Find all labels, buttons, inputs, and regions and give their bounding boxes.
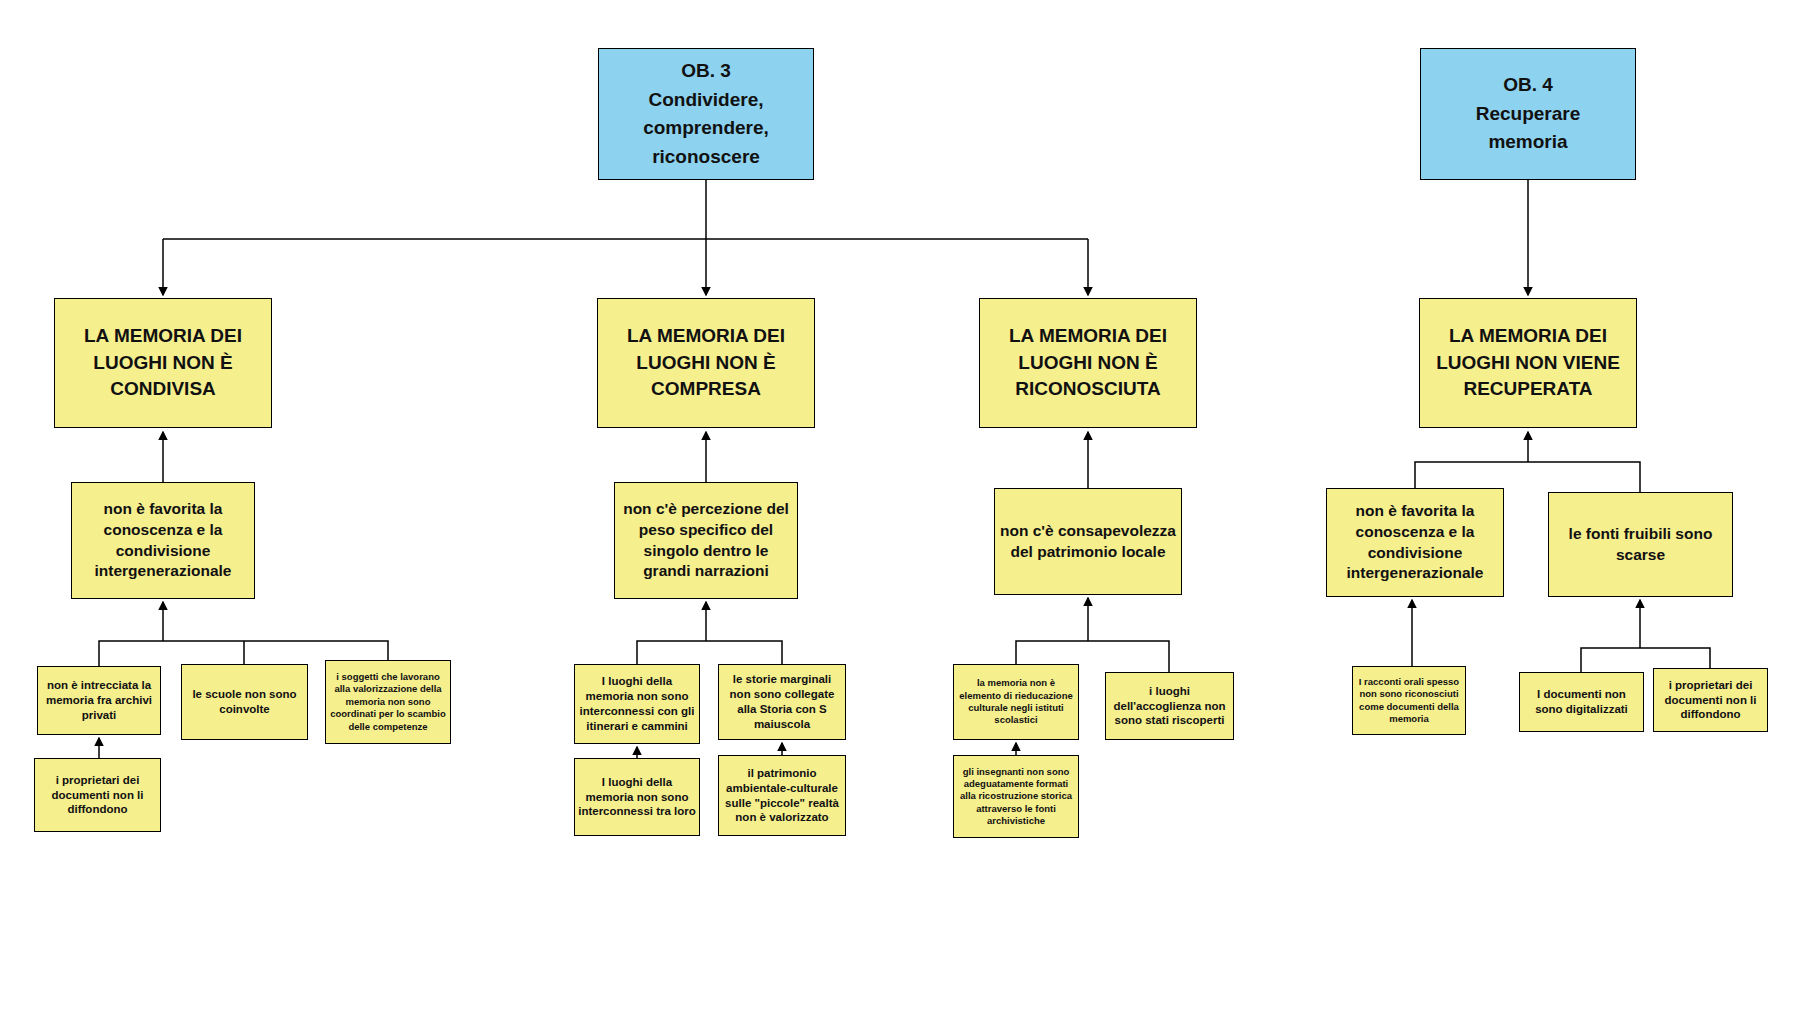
cause-condivisione-intergenerazionale-box: non è favorita la conoscenza e la condiv… — [71, 482, 255, 599]
subcause-racconti-orali-box: I racconti orali spesso non sono riconos… — [1352, 666, 1466, 735]
cause-fonti-fruibili-scarse-box: le fonti fruibili sono scarse — [1548, 492, 1733, 597]
subcause-storie-marginali-box: le storie marginali non sono collegate a… — [718, 664, 846, 740]
subcause-insegnanti-non-formati-box: gli insegnanti non sono adeguatamente fo… — [953, 755, 1079, 838]
problem-memoria-non-condivisa-box: LA MEMORIA DEI LUOGHI NON È CONDIVISA — [54, 298, 272, 428]
subcause-luoghi-interconnessi-tra-loro-box: I luoghi della memoria non sono intercon… — [574, 758, 700, 836]
subcause-luoghi-itinerari-cammini-box: I luoghi della memoria non sono intercon… — [574, 664, 700, 744]
subcause-scuole-non-coinvolte-box: le scuole non sono coinvolte — [181, 664, 308, 740]
problem-memoria-non-riconosciuta-box: LA MEMORIA DEI LUOGHI NON È RICONOSCIUTA — [979, 298, 1197, 428]
subcause-patrimonio-ambientale-box: il patrimonio ambientale-culturale sulle… — [718, 755, 846, 836]
subcause-proprietari-non-diffondono-box: i proprietari dei documenti non li diffo… — [34, 758, 161, 832]
subcause-proprietari-non-diffondono-2-box: i proprietari dei documenti non li diffo… — [1653, 668, 1768, 732]
objective-ob3-box: OB. 3 Condividere, comprendere, riconosc… — [598, 48, 814, 180]
cause-percezione-peso-specifico-box: non c'è percezione del peso specifico de… — [614, 482, 798, 599]
subcause-soggetti-non-coordinati-box: i soggetti che lavorano alla valorizzazi… — [325, 660, 451, 744]
cause-consapevolezza-patrimonio-box: non c'è consapevolezza del patrimonio lo… — [994, 488, 1182, 595]
subcause-memoria-archivi-privati-box: non è intrecciata la memoria fra archivi… — [37, 666, 161, 735]
cause-condivisione-intergenerazionale-2-box: non è favorita la conoscenza e la condiv… — [1326, 488, 1504, 597]
connector-col2-bar — [637, 641, 782, 664]
subcause-luoghi-accoglienza-box: i luoghi dell'accoglienza non sono stati… — [1105, 672, 1234, 740]
subcause-rieducazione-istituti-scolastici-box: la memoria non è elemento di rieducazion… — [953, 664, 1079, 740]
problem-memoria-non-recuperata-box: LA MEMORIA DEI LUOGHI NON VIENE RECUPERA… — [1419, 298, 1637, 428]
subcause-documenti-non-digitalizzati-box: I documenti non sono digitalizzati — [1519, 672, 1644, 732]
objective-ob4-box: OB. 4 Recuperare memoria — [1420, 48, 1636, 180]
problem-memoria-non-compresa-box: LA MEMORIA DEI LUOGHI NON È COMPRESA — [597, 298, 815, 428]
